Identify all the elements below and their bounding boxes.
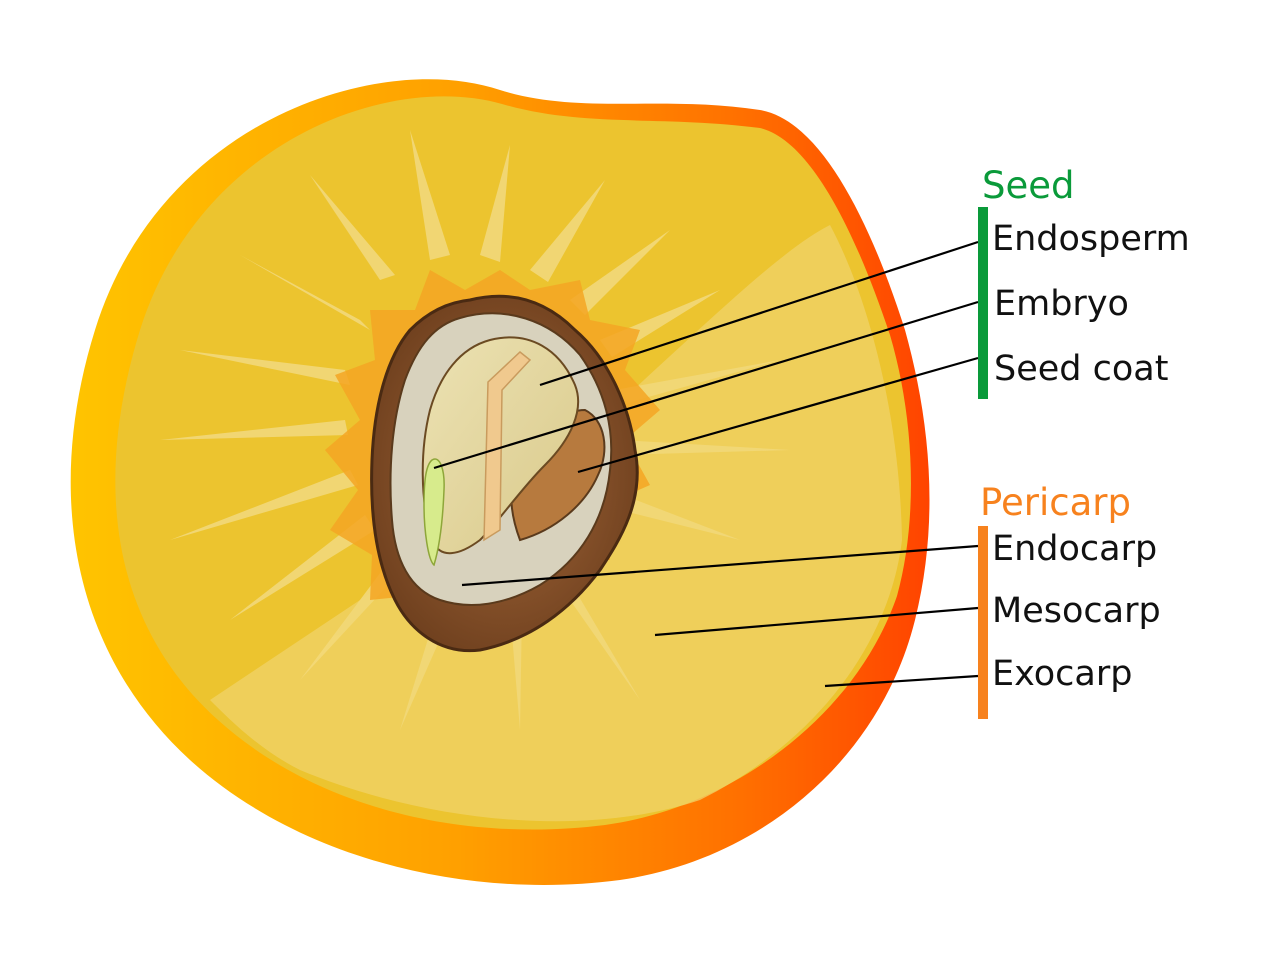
leader-endocarp — [461, 544, 979, 587]
leader-mesocarp — [654, 606, 979, 637]
endocarp-label: Endocarp — [992, 529, 1157, 569]
mesocarp-fibres — [160, 130, 790, 730]
leader-embryo — [433, 300, 979, 470]
seed-group-title: Seed — [982, 164, 1075, 207]
pericarp-group-title: Pericarp — [980, 481, 1131, 524]
embryo — [423, 458, 445, 567]
leader-exocarp — [824, 674, 979, 688]
leader-seed-coat — [577, 356, 979, 474]
embryo-label: Embryo — [994, 284, 1129, 324]
mesocarp-label: Mesocarp — [992, 591, 1161, 631]
exocarp-label: Exocarp — [992, 654, 1132, 694]
pericarp-group-bar — [978, 526, 988, 719]
seed-group-bar — [978, 207, 988, 399]
leader-lines — [433, 240, 979, 688]
seed-coat-label: Seed coat — [994, 349, 1168, 389]
endosperm-cut-face — [483, 351, 532, 542]
endosperm-label: Endosperm — [992, 219, 1190, 259]
leader-endosperm — [539, 240, 979, 387]
